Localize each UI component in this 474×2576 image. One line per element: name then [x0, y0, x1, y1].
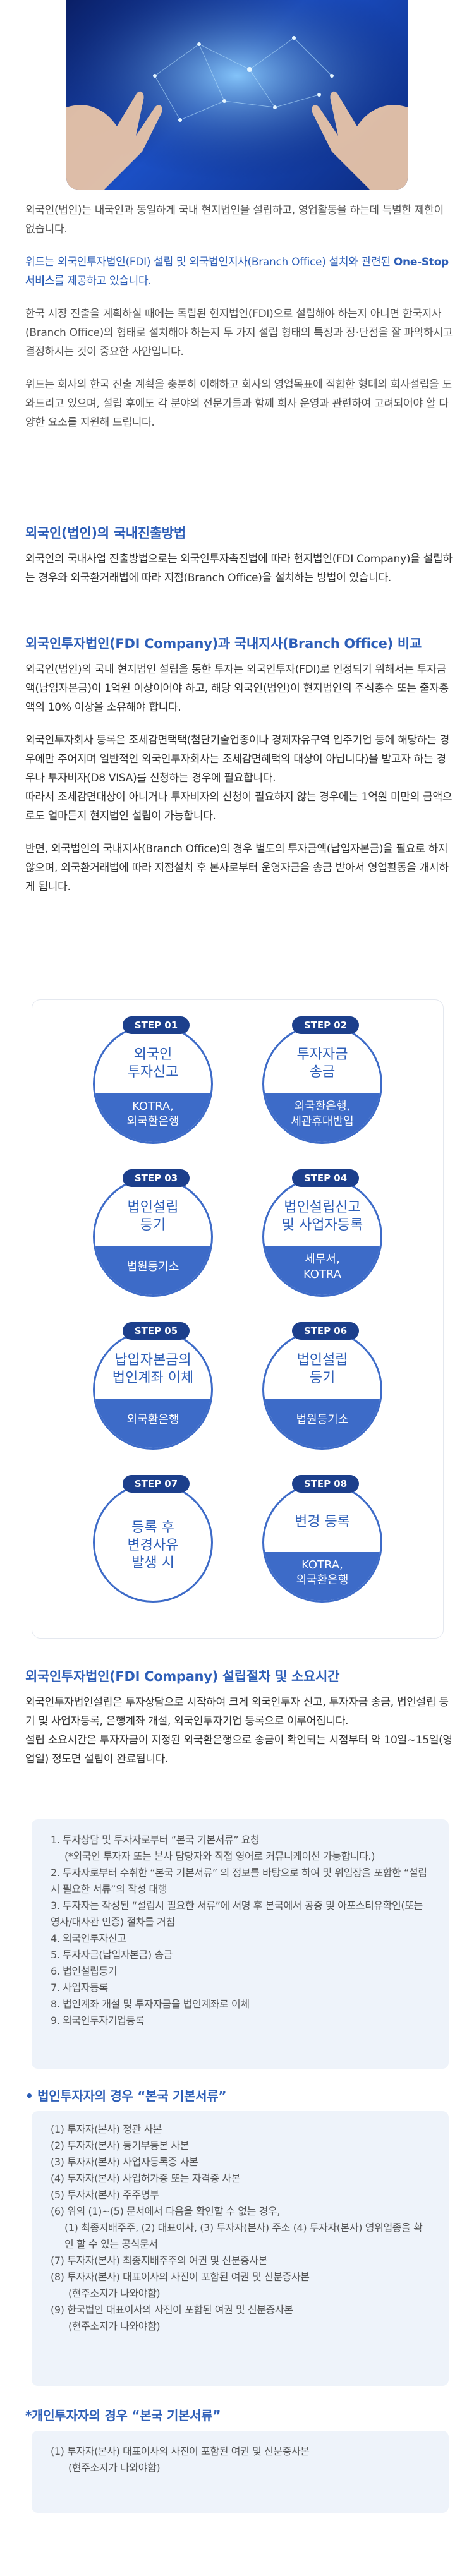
corporate-docs-box: (1) 투자자(본사) 정관 사본 (2) 투자자(본사) 등기부등본 사본 (… — [32, 2111, 449, 2386]
step-badge: STEP 05 — [123, 1322, 190, 1340]
list-item: (8) 투자자(본사) 대표이사의 사진이 포함된 여권 및 신분증사본 — [51, 2271, 310, 2283]
intro-paragraph-1: 외국인(법인)는 내국인과 동일하게 국내 현지법인을 설립하고, 영업활동을 … — [25, 204, 444, 236]
entry-method-section: 외국인(법인)의 국내진출방법 외국인의 국내사업 진출방법으로는 외국인투자촉… — [25, 523, 455, 587]
step-badge: STEP 03 — [123, 1169, 190, 1187]
hands-network-illustration — [66, 0, 408, 190]
list-item: (현주소지가 나와야함) — [68, 2320, 161, 2332]
step-circle: 법인설립 등기 법원등기소 — [262, 1330, 382, 1450]
step-circle: 외국인 투자신고 KOTRA, 외국환은행 — [93, 1024, 213, 1144]
step-title: 투자자금 송금 — [296, 1047, 348, 1081]
list-item: (현주소지가 나와야함) — [68, 2462, 161, 2474]
list-item: (3) 투자자(본사) 사업자등록증 사본 — [51, 2156, 198, 2168]
step-title: 법인설립 등기 — [127, 1200, 179, 1234]
list-item: 8. 법인계좌 개설 및 투자자금을 법인계좌로 이체 — [51, 1998, 250, 2010]
step-agency: 법원등기소 — [95, 1246, 211, 1295]
list-item: 9. 외국인투자기업등록 — [51, 2014, 145, 2026]
intro-section: 외국인(법인)는 내국인과 동일하게 국내 현지법인을 설립하고, 영업활동을 … — [25, 201, 455, 432]
comparison-paragraph-4: 반면, 외국법인의 국내지사(Branch Office)의 경우 별도의 투자… — [25, 843, 449, 893]
list-item: (현주소지가 나와야함) — [68, 2287, 161, 2299]
list-item: 6. 법인설립등기 — [51, 1965, 118, 1977]
procedure-paragraph-2: 설립 소요시간은 투자자금이 지정된 외국환은행으로 송금이 확인되는 시점부터… — [25, 1734, 453, 1766]
list-item: (6) 위의 (1)~(5) 문서에서 다음을 확인할 수 없는 경우, — [51, 2205, 281, 2217]
step-card: STEP 01 외국인 투자신고 KOTRA, 외국환은행 — [93, 1005, 219, 1144]
comparison-section: 외국인투자법인(FDI Company)과 국내지사(Branch Office… — [25, 634, 455, 896]
step-title: 등록 후 변경사유 발생 시 — [127, 1520, 179, 1571]
procedure-list-box: 1. 투자상담 및 투자자로부터 “본국 기본서류” 요청 (*외국인 투자자 … — [32, 1819, 449, 2069]
list-item: (4) 투자자(본사) 사업허가증 또는 자격증 사본 — [51, 2172, 241, 2184]
step-agency: KOTRA, 외국환은행 — [95, 1093, 211, 1142]
one-stop-service-highlight: One-Stop 서비스 — [25, 256, 449, 287]
procedure-paragraph-1: 외국인투자법인설립은 투자상담으로 시작하여 크게 외국인투자 신고, 투자자금… — [25, 1696, 449, 1728]
list-item: (2) 투자자(본사) 등기부등본 사본 — [51, 2140, 190, 2152]
intro-p2-text-end: 를 제공하고 있습니다. — [54, 275, 152, 287]
list-item: 2. 투자자로부터 수취한 “본국 기본서류” 의 정보를 바탕으로 하여 및 … — [51, 1867, 427, 1895]
list-item: (5) 투자자(본사) 주주명부 — [51, 2189, 159, 2201]
list-item: 4. 외국인투자신고 — [51, 1932, 126, 1944]
section-title-corporate-docs: • 법인투자자의 경우 “본국 기본서류” — [25, 2088, 227, 2104]
list-item: (9) 한국법인 대표이사의 사진이 포함된 여권 및 신분증사본 — [51, 2304, 293, 2316]
step-card: STEP 03 법인설립 등기 법원등기소 — [93, 1158, 219, 1297]
individual-docs-heading: *개인투자자의 경우 “본국 기본서류” — [25, 2405, 455, 2424]
step-circle: 등록 후 변경사유 발생 시 — [93, 1483, 213, 1603]
hero-image — [66, 0, 408, 190]
step-agency: 외국환은행 — [95, 1399, 211, 1448]
step-card: STEP 08 변경 등록 KOTRA, 외국환은행 — [262, 1464, 389, 1603]
step-badge: STEP 04 — [292, 1169, 359, 1187]
step-title: 외국인 투자신고 — [127, 1047, 179, 1081]
intro-paragraph-2: 위드는 외국인투자법인(FDI) 설립 및 외국법인지사(Branch Offi… — [25, 253, 455, 291]
comparison-paragraph-1: 외국인(법인)의 국내 현지법인 설립을 통한 투자는 외국인투자(FDI)로 … — [25, 663, 449, 714]
step-agency: KOTRA, 외국환은행 — [264, 1551, 380, 1601]
step-circle: 투자자금 송금 외국환은행, 세관휴대반입 — [262, 1024, 382, 1144]
list-item: 3. 투자자는 작성된 “설립시 필요한 서류”에 서명 후 본국에서 공증 및… — [51, 1899, 423, 1928]
step-card: STEP 04 법인설립신고 및 사업자등록 세무서, KOTRA — [262, 1158, 389, 1297]
step-agency: 외국환은행, 세관휴대반입 — [264, 1093, 380, 1142]
step-agency: 법원등기소 — [264, 1399, 380, 1448]
section-title-procedure: 외국인투자법인(FDI Company) 설립절차 및 소요시간 — [25, 1669, 340, 1684]
step-card: STEP 06 법인설립 등기 법원등기소 — [262, 1311, 389, 1450]
step-title: 법인설립신고 및 사업자등록 — [281, 1200, 363, 1234]
section-title-individual-docs: *개인투자자의 경우 “본국 기본서류” — [25, 2408, 221, 2423]
list-item: (7) 투자자(본사) 최종지배주주의 여권 및 신분증사본 — [51, 2254, 267, 2266]
list-item: 7. 사업자등록 — [51, 1982, 108, 1994]
comparison-paragraph-3: 따라서 조세감면대상이 아니거나 투자비자의 신청이 필요하지 않는 경우에는 … — [25, 791, 453, 822]
step-badge: STEP 07 — [123, 1475, 190, 1493]
list-item: (1) 투자자(본사) 정관 사본 — [51, 2123, 162, 2135]
step-title: 납입자본금의 법인계좌 이체 — [112, 1352, 194, 1387]
section-title-entry-method: 외국인(법인)의 국내진출방법 — [25, 526, 186, 541]
list-item: 1. 투자상담 및 투자자로부터 “본국 기본서류” 요청 — [51, 1834, 260, 1846]
procedure-section: 외국인투자법인(FDI Company) 설립절차 및 소요시간 외국인투자법인… — [25, 1666, 455, 1769]
step-title: 법인설립 등기 — [296, 1352, 348, 1387]
individual-docs-box: (1) 투자자(본사) 대표이사의 사진이 포함된 여권 및 신분증사본 (현주… — [32, 2431, 449, 2513]
section-title-comparison: 외국인투자법인(FDI Company)과 국내지사(Branch Office… — [25, 636, 422, 651]
intro-p2-text: 위드는 외국인투자법인(FDI) 설립 및 외국법인지사(Branch Offi… — [25, 256, 394, 268]
step-title: 변경 등록 — [295, 1514, 350, 1531]
intro-paragraph-4: 위드는 회사의 한국 진출 계획을 충분히 이해하고 회사의 영업목표에 적합한… — [25, 378, 452, 429]
entry-method-paragraph: 외국인의 국내사업 진출방법으로는 외국인투자촉진법에 따라 현지법인(FDI … — [25, 553, 453, 584]
steps-card: STEP 01 외국인 투자신고 KOTRA, 외국환은행 STEP 02 투자… — [32, 999, 444, 1639]
step-badge: STEP 02 — [292, 1016, 359, 1034]
corporate-docs-heading: • 법인투자자의 경우 “본국 기본서류” — [25, 2086, 455, 2104]
list-item: (*외국인 투자자 또는 본사 담당자와 직접 영어로 커뮤니케이션 가능합니다… — [64, 1850, 375, 1862]
step-badge: STEP 06 — [292, 1322, 359, 1340]
comparison-paragraph-2: 외국인투자회사 등록은 조세감면택택(첨단기술업종이나 경제자유구역 입주기업 … — [25, 734, 449, 785]
step-badge: STEP 01 — [123, 1016, 190, 1034]
step-card: STEP 05 납입자본금의 법인계좌 이체 외국환은행 — [93, 1311, 219, 1450]
list-item: (1) 투자자(본사) 대표이사의 사진이 포함된 여권 및 신분증사본 — [51, 2445, 310, 2457]
step-circle: 납입자본금의 법인계좌 이체 외국환은행 — [93, 1330, 213, 1450]
list-item: (1) 최종지배주주, (2) 대표이사, (3) 투자자(본사) 주소 (4)… — [64, 2222, 423, 2250]
step-card: STEP 02 투자자금 송금 외국환은행, 세관휴대반입 — [262, 1005, 389, 1144]
step-circle: 법인설립 등기 법원등기소 — [93, 1177, 213, 1297]
list-item: 5. 투자자금(납입자본금) 송금 — [51, 1949, 173, 1961]
step-circle: 법인설립신고 및 사업자등록 세무서, KOTRA — [262, 1177, 382, 1297]
step-agency: 세무서, KOTRA — [264, 1246, 380, 1295]
step-card: STEP 07 등록 후 변경사유 발생 시 — [93, 1464, 219, 1603]
intro-paragraph-3: 한국 시장 진출을 계획하실 때에는 독립된 현지법인(FDI)으로 설립해야 … — [25, 308, 453, 358]
step-badge: STEP 08 — [292, 1475, 359, 1493]
step-circle: 변경 등록 KOTRA, 외국환은행 — [262, 1483, 382, 1603]
